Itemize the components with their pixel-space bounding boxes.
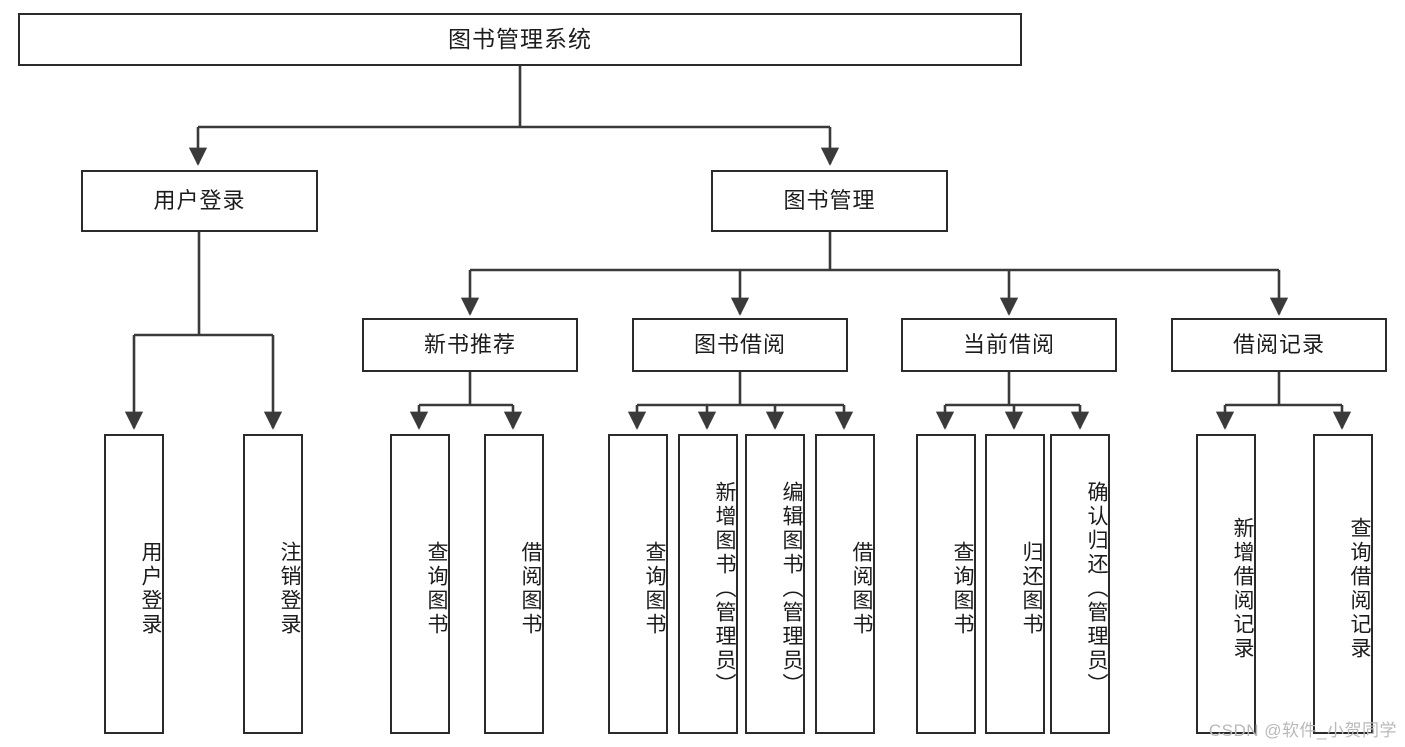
node-leaf-add-record-label: 新增借阅记录 (1231, 517, 1254, 661)
node-book-borrow-label: 图书借阅 (693, 331, 786, 357)
node-leaf-confirm-return[interactable]: 确认归还（管理员） (1050, 434, 1110, 734)
node-leaf-query-record[interactable]: 查询借阅记录 (1313, 434, 1373, 734)
node-user-login-label: 用户登录 (153, 187, 246, 213)
node-book-manage-label: 图书管理 (783, 187, 876, 213)
node-leaf-user-logout[interactable]: 注销登录 (243, 434, 303, 734)
node-new-book-recommend[interactable]: 新书推荐 (362, 318, 578, 372)
node-leaf-query-record-label: 查询借阅记录 (1348, 517, 1371, 661)
node-leaf-return-book-label: 归还图书 (1020, 541, 1043, 637)
node-leaf-query-book-2-label: 查询图书 (643, 541, 666, 637)
node-leaf-query-book-3-label: 查询图书 (951, 541, 974, 637)
node-root[interactable]: 图书管理系统 (18, 13, 1022, 66)
node-leaf-query-book-1-label: 查询图书 (425, 541, 448, 637)
node-leaf-query-book-3[interactable]: 查询图书 (916, 434, 976, 734)
node-leaf-user-login-label: 用户登录 (139, 541, 162, 637)
node-borrow-record[interactable]: 借阅记录 (1171, 318, 1387, 372)
node-root-label: 图书管理系统 (448, 25, 592, 52)
node-leaf-query-book-1[interactable]: 查询图书 (390, 434, 450, 734)
node-leaf-add-book[interactable]: 新增图书（管理员） (678, 434, 738, 734)
node-book-manage[interactable]: 图书管理 (711, 170, 948, 232)
node-leaf-edit-book-label: 编辑图书（管理员） (780, 481, 803, 697)
node-leaf-borrow-book-1[interactable]: 借阅图书 (484, 434, 544, 734)
node-leaf-user-login[interactable]: 用户登录 (104, 434, 164, 734)
node-leaf-return-book[interactable]: 归还图书 (985, 434, 1045, 734)
node-current-borrow-label: 当前借阅 (962, 331, 1055, 357)
node-leaf-borrow-book-2-label: 借阅图书 (850, 541, 873, 637)
node-leaf-borrow-book-2[interactable]: 借阅图书 (815, 434, 875, 734)
watermark: CSDN @软件_小贺同学 (1208, 721, 1397, 740)
node-leaf-confirm-return-label: 确认归还（管理员） (1085, 481, 1108, 697)
node-leaf-user-logout-label: 注销登录 (278, 541, 301, 637)
node-current-borrow[interactable]: 当前借阅 (901, 318, 1117, 372)
node-leaf-borrow-book-1-label: 借阅图书 (519, 541, 542, 637)
node-leaf-query-book-2[interactable]: 查询图书 (608, 434, 668, 734)
node-new-book-recommend-label: 新书推荐 (423, 331, 516, 357)
node-book-borrow[interactable]: 图书借阅 (632, 318, 848, 372)
node-user-login[interactable]: 用户登录 (81, 170, 318, 232)
node-leaf-add-record[interactable]: 新增借阅记录 (1196, 434, 1256, 734)
node-leaf-edit-book[interactable]: 编辑图书（管理员） (745, 434, 805, 734)
node-leaf-add-book-label: 新增图书（管理员） (713, 481, 736, 697)
node-borrow-record-label: 借阅记录 (1232, 331, 1325, 357)
